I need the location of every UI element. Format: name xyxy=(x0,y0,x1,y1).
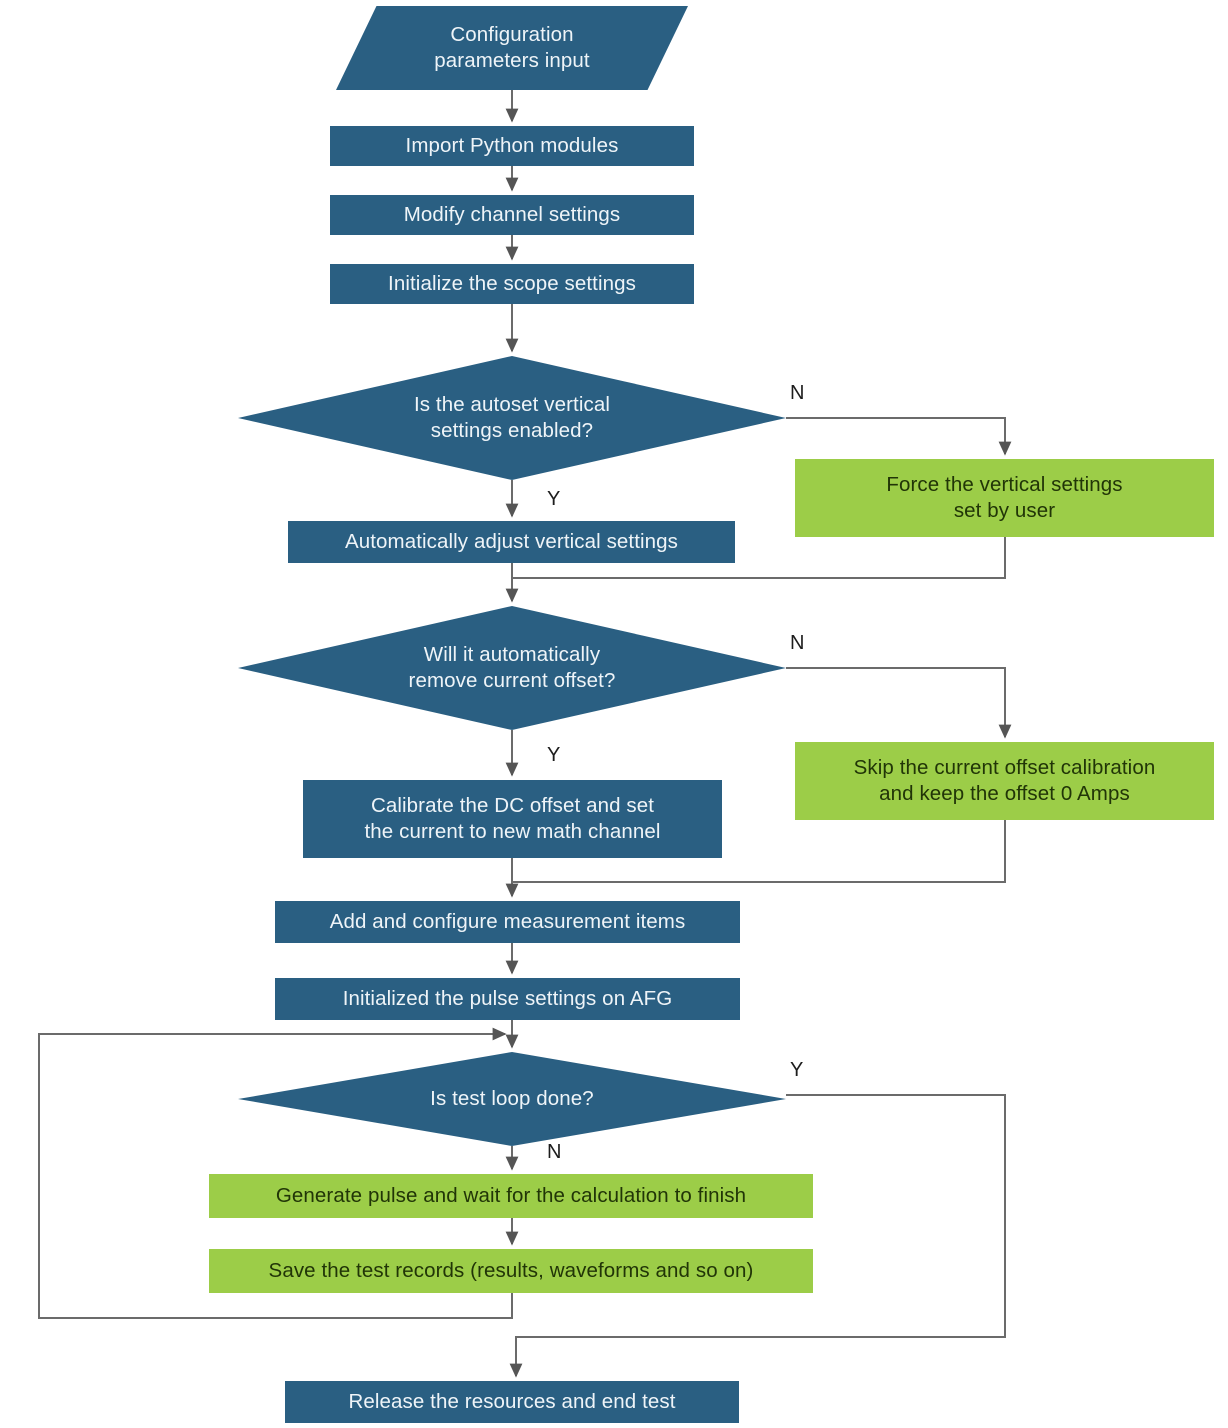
node-label-save-records: Save the test records (results, waveform… xyxy=(268,1258,754,1282)
edge-label-loop-yes: Y xyxy=(790,1059,804,1081)
node-label-init-scope: Initialize the scope settings xyxy=(388,271,636,295)
node-calibrate-dc[interactable]: Calibrate the DC offset and set the curr… xyxy=(303,780,722,858)
node-loop-decision[interactable]: Is test loop done? xyxy=(238,1052,786,1146)
node-label-generate-pulse: Generate pulse and wait for the calculat… xyxy=(275,1183,747,1207)
connector-offset-no-to-skip xyxy=(786,667,1012,739)
node-label-modify-channel: Modify channel settings xyxy=(403,202,621,226)
edge-label-offset-yes: Y xyxy=(547,744,561,766)
node-label-config-input: Configuration parameters input xyxy=(434,22,590,72)
node-config-input[interactable]: Configuration parameters input xyxy=(336,6,688,90)
edge-label-offset-no: N xyxy=(790,632,805,654)
node-save-records[interactable]: Save the test records (results, waveform… xyxy=(209,1249,813,1293)
node-generate-pulse[interactable]: Generate pulse and wait for the calculat… xyxy=(209,1174,813,1218)
node-label-add-measurements: Add and configure measurement items xyxy=(329,909,686,933)
node-add-measurements[interactable]: Add and configure measurement items xyxy=(275,901,740,943)
edge-label-autoset-yes: Y xyxy=(547,488,561,510)
node-label-force-vertical: Force the vertical settings set by user xyxy=(886,472,1123,522)
node-offset-decision[interactable]: Will it automatically remove current off… xyxy=(238,606,786,730)
node-label-import-modules: Import Python modules xyxy=(405,133,619,157)
node-label-autoset-decision: Is the autoset vertical settings enabled… xyxy=(413,392,610,442)
node-modify-channel[interactable]: Modify channel settings xyxy=(330,195,694,235)
node-label-release-resources: Release the resources and end test xyxy=(348,1389,676,1413)
connector-autoset-no-to-force xyxy=(786,417,1012,456)
edge-label-autoset-no: N xyxy=(790,382,805,404)
node-label-skip-offset: Skip the current offset calibration and … xyxy=(853,755,1156,805)
node-label-loop-decision: Is test loop done? xyxy=(430,1086,594,1110)
node-init-afg[interactable]: Initialized the pulse settings on AFG xyxy=(275,978,740,1020)
node-auto-adjust-vertical[interactable]: Automatically adjust vertical settings xyxy=(288,521,735,563)
edge-label-loop-no: N xyxy=(547,1141,562,1163)
node-label-offset-decision: Will it automatically remove current off… xyxy=(408,642,616,692)
node-label-init-afg: Initialized the pulse settings on AFG xyxy=(342,986,673,1010)
node-init-scope[interactable]: Initialize the scope settings xyxy=(330,264,694,304)
node-label-calibrate-dc: Calibrate the DC offset and set the curr… xyxy=(364,793,661,843)
node-autoset-decision[interactable]: Is the autoset vertical settings enabled… xyxy=(238,356,786,480)
node-force-vertical[interactable]: Force the vertical settings set by user xyxy=(795,459,1214,537)
node-release-resources[interactable]: Release the resources and end test xyxy=(285,1381,739,1423)
node-skip-offset[interactable]: Skip the current offset calibration and … xyxy=(795,742,1214,820)
node-import-modules[interactable]: Import Python modules xyxy=(330,126,694,166)
node-label-auto-adjust-vertical: Automatically adjust vertical settings xyxy=(344,529,679,553)
